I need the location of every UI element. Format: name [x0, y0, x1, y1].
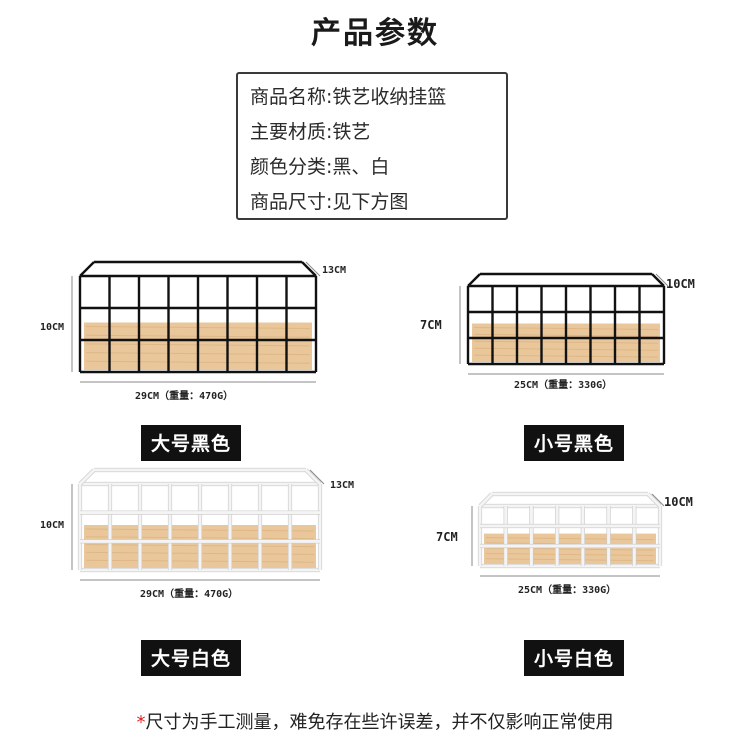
dim-depth: 10CM	[664, 495, 693, 509]
dim-depth: 13CM	[322, 265, 347, 276]
dim-width-weight: 29CM（重量：470G）	[135, 391, 234, 402]
wood-grain	[485, 547, 655, 551]
note-text: 尺寸为手工测量，难免存在些许误差，并不仅影响正常使用	[145, 712, 614, 733]
wire-rim	[467, 273, 481, 287]
dim-height: 7CM	[420, 318, 442, 332]
depth-guide	[651, 493, 665, 507]
depth-guide	[309, 469, 325, 485]
spec-box: 商品名称:铁艺收纳挂篮 主要材质:铁艺 颜色分类:黑、白 商品尺寸:见下方图	[236, 72, 508, 220]
wire-rim	[79, 261, 95, 277]
spec-material: 主要材质:铁艺	[250, 121, 371, 143]
dim-depth: 13CM	[330, 480, 355, 491]
note-asterisk: *	[136, 712, 146, 733]
wire-rim	[78, 468, 96, 486]
dim-height: 10CM	[40, 322, 65, 333]
dim-width-weight: 25CM（重量：330G）	[514, 380, 613, 391]
wood-grain	[485, 552, 655, 556]
dim-depth: 10CM	[666, 277, 695, 291]
product-label: 大号白色	[141, 640, 242, 676]
dim-height: 10CM	[40, 520, 65, 531]
wire-rim	[646, 492, 662, 508]
wire-rim	[301, 261, 317, 277]
spec-product-name: 商品名称:铁艺收纳挂篮	[250, 86, 447, 108]
spec-size: 商品尺寸:见下方图	[250, 191, 409, 213]
depth-guide	[655, 273, 669, 287]
page-title: 产品参数	[311, 16, 439, 51]
dim-width-weight: 25CM（重量：330G）	[518, 585, 617, 596]
product-label: 小号白色	[524, 640, 625, 676]
wire-rim	[304, 468, 322, 486]
wire-rim	[651, 273, 665, 287]
product-label: 大号黑色	[141, 425, 242, 461]
wood-grain	[485, 558, 655, 562]
dim-height: 7CM	[436, 530, 458, 544]
footer-note: *尺寸为手工测量，难免存在些许误差，并不仅影响正常使用	[0, 708, 750, 734]
wood-grain	[485, 537, 655, 541]
dim-width-weight: 29CM（重量：470G）	[140, 589, 239, 600]
wire-rim	[478, 492, 494, 508]
product-label: 小号黑色	[524, 425, 625, 461]
spec-color-options: 颜色分类:黑、白	[250, 156, 390, 178]
depth-guide	[305, 261, 321, 277]
